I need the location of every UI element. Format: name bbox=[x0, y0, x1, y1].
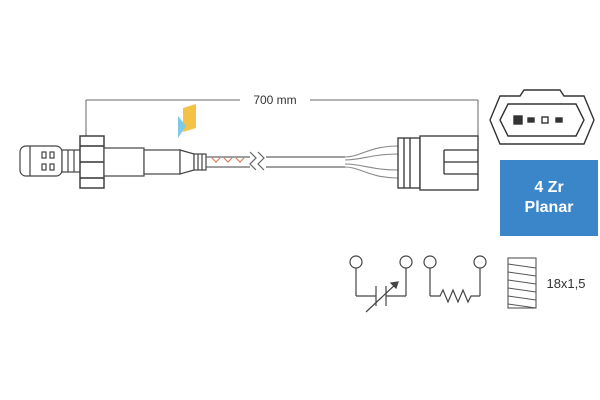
cable-length-label: 700 mm bbox=[253, 93, 296, 107]
heater-resistor-symbol bbox=[423, 255, 487, 304]
badge-line-1: 4 Zr bbox=[534, 179, 564, 196]
sensor-type-badge: 4 Zr Planar bbox=[500, 160, 598, 236]
connector-face-icon bbox=[489, 89, 595, 145]
thread-size-label: 18x1,5 bbox=[546, 276, 585, 291]
sensor-body bbox=[103, 147, 207, 177]
connector-plug bbox=[397, 135, 479, 191]
variable-resistor-symbol bbox=[349, 255, 413, 313]
hex-nut bbox=[79, 135, 105, 189]
badge-line-2: Planar bbox=[524, 199, 574, 216]
sensor-cable bbox=[206, 151, 345, 171]
wire-fanout bbox=[344, 145, 399, 179]
accent-arrow-icon bbox=[178, 104, 196, 138]
thread-icon bbox=[507, 257, 537, 309]
sensor-probe bbox=[19, 145, 83, 177]
